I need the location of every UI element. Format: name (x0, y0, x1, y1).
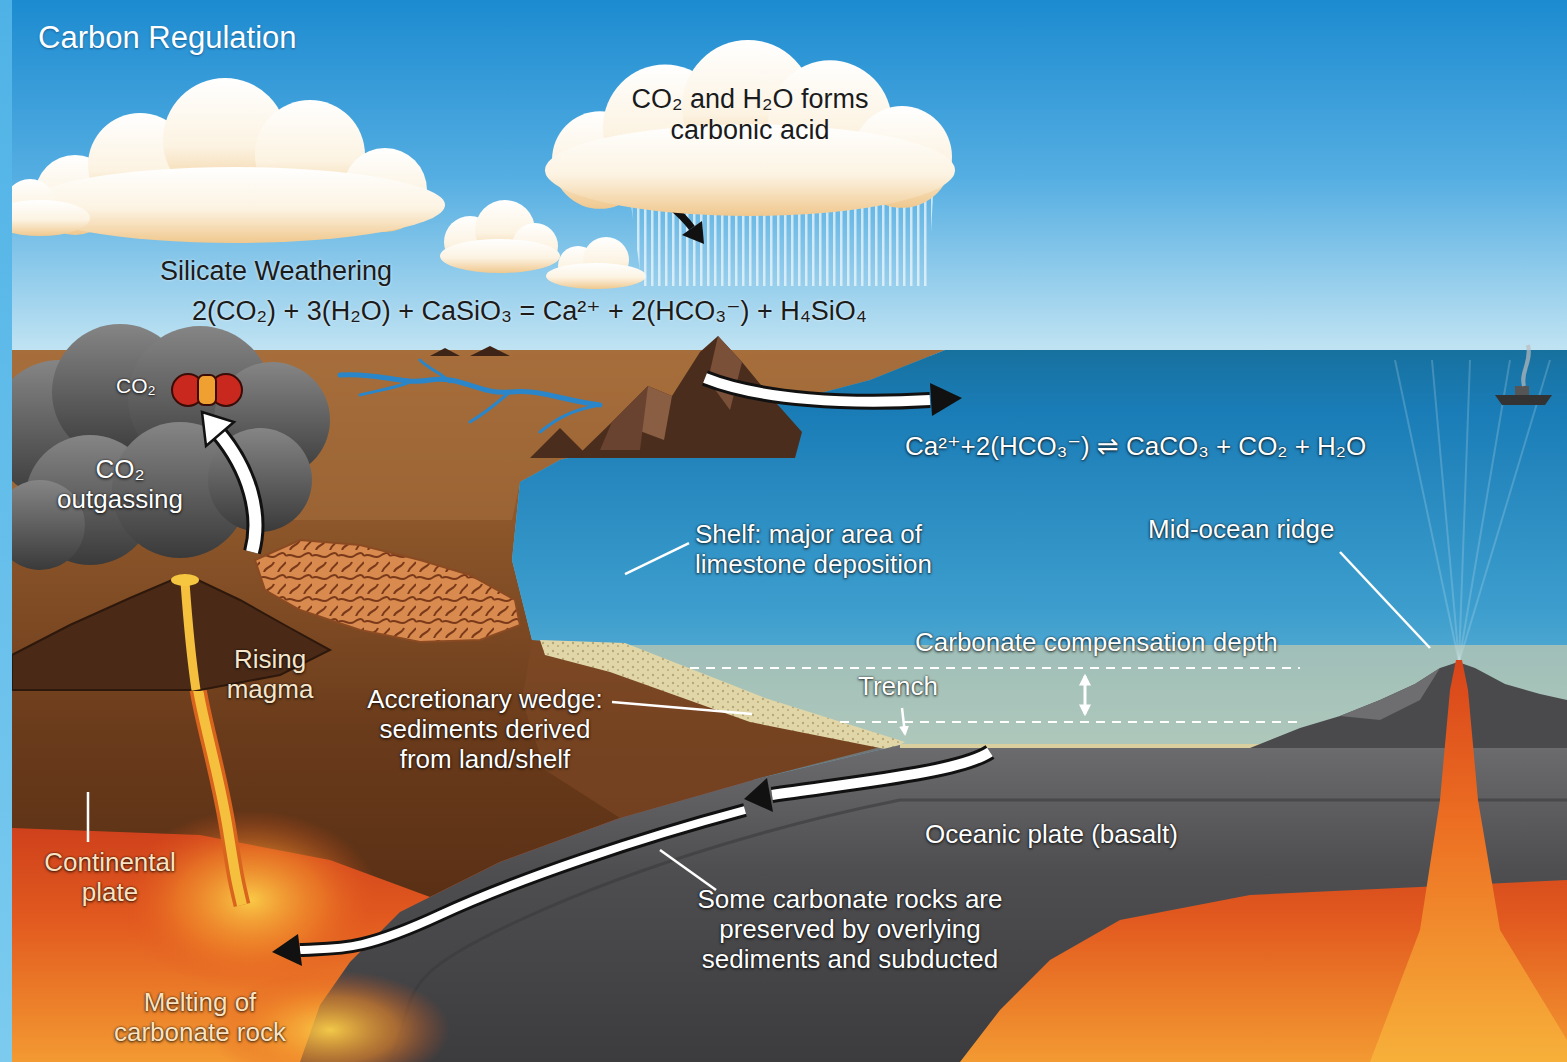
subduction-arrow (772, 752, 990, 795)
chemical-equation: Ca²⁺+2(HCO₃⁻) ⇌ CaCO₃ + CO₂ + H₂O (905, 432, 1366, 462)
chemical-equation: 2(CO₂) + 3(H₂O) + CaSiO₃ = Ca²⁺ + 2(HCO₃… (192, 296, 867, 327)
magma-conduit (185, 582, 196, 690)
leader-lines-part (87, 792, 90, 842)
feature-label: Trench (858, 672, 938, 702)
vent-rays-part (1459, 360, 1510, 662)
outgassing-arrow (218, 432, 255, 552)
process-label: Melting of carbonate rock (85, 988, 315, 1048)
slab-arrow-head (272, 934, 302, 966)
background-clouds-part (440, 239, 560, 273)
vent-rays-part (1432, 360, 1459, 662)
diagram-title: Carbon Regulation (38, 20, 297, 56)
rivers (340, 360, 600, 432)
background-clouds (0, 78, 646, 289)
outgassing-arrow-head (202, 412, 234, 446)
leader-lines-part (1340, 552, 1430, 648)
sky (0, 0, 1567, 356)
plate-label: Continental plate (25, 848, 195, 908)
subduction-arrow-head (744, 778, 773, 812)
note-label: Some carbonate rocks are preserved by ov… (690, 885, 1010, 975)
rivers-part (540, 405, 600, 432)
mountains-part (600, 386, 648, 450)
leader-lines-part (625, 543, 689, 574)
co2-molecule (172, 374, 242, 406)
process-label: CO₂ outgassing (35, 455, 205, 515)
lava-flow (255, 540, 520, 642)
ship-part (1515, 386, 1529, 395)
rain-arrow-head (682, 221, 704, 244)
region-label: Shelf: major area of limestone depositio… (695, 520, 995, 580)
feature-label: Mid-ocean ridge (1148, 515, 1334, 545)
vent-rays-part (1459, 360, 1470, 662)
background-clouds-part (25, 167, 445, 243)
process-label: Rising magma (210, 645, 330, 705)
ccd-line (690, 667, 1300, 669)
vent-rays (1395, 360, 1550, 662)
rivers-part (360, 382, 410, 395)
depth-label: Carbonate compensation depth (915, 628, 1278, 658)
mountains-part (470, 346, 510, 356)
rivers-part (470, 392, 510, 422)
runoff-arrow (705, 378, 930, 402)
cloud-box: CO₂ and H₂O forms carbonic acid (530, 40, 970, 218)
subduction-arrow (772, 752, 990, 795)
slab-arrow (300, 810, 745, 950)
ash-cloud (0, 324, 330, 570)
background-clouds-part (546, 263, 646, 289)
ship (1495, 345, 1552, 405)
ridge-highlight (1340, 668, 1440, 720)
ship-part (1495, 395, 1552, 405)
ridge-mountains (1250, 662, 1567, 748)
vent-rays-part (1395, 360, 1459, 662)
rivers-part (340, 375, 600, 405)
ridge-plume (1370, 660, 1567, 1062)
background-clouds-part (0, 200, 90, 236)
mountains-part (430, 348, 460, 356)
leader-lines (88, 543, 1430, 890)
ship-part (1523, 345, 1529, 386)
runoff-arrow (705, 378, 930, 402)
runoff-arrow-head (930, 383, 962, 416)
molecule-label: CO₂ (116, 374, 156, 398)
melt-glow (120, 810, 380, 990)
cloud-label: CO₂ and H₂O forms carbonic acid (613, 84, 888, 146)
leader-lines-part (612, 702, 752, 714)
process-title: Silicate Weathering (160, 256, 392, 287)
outgassing-arrow (218, 432, 255, 552)
trench-pointer (902, 708, 905, 734)
ccd-line (840, 721, 1300, 723)
leader-lines-part (660, 850, 716, 890)
region-label: Accretionary wedge: sediments derived fr… (360, 685, 610, 775)
ccd-arrow (1084, 676, 1087, 714)
vent-rays-part (1459, 360, 1550, 662)
oceanic-plate (300, 745, 1567, 1062)
crater-glow (171, 574, 199, 586)
plate-label: Oceanic plate (basalt) (925, 820, 1178, 850)
rivers-part (420, 360, 450, 382)
slab-arrow (300, 810, 745, 950)
co2-molecule-part (198, 375, 216, 405)
frame-strip (0, 0, 12, 1062)
